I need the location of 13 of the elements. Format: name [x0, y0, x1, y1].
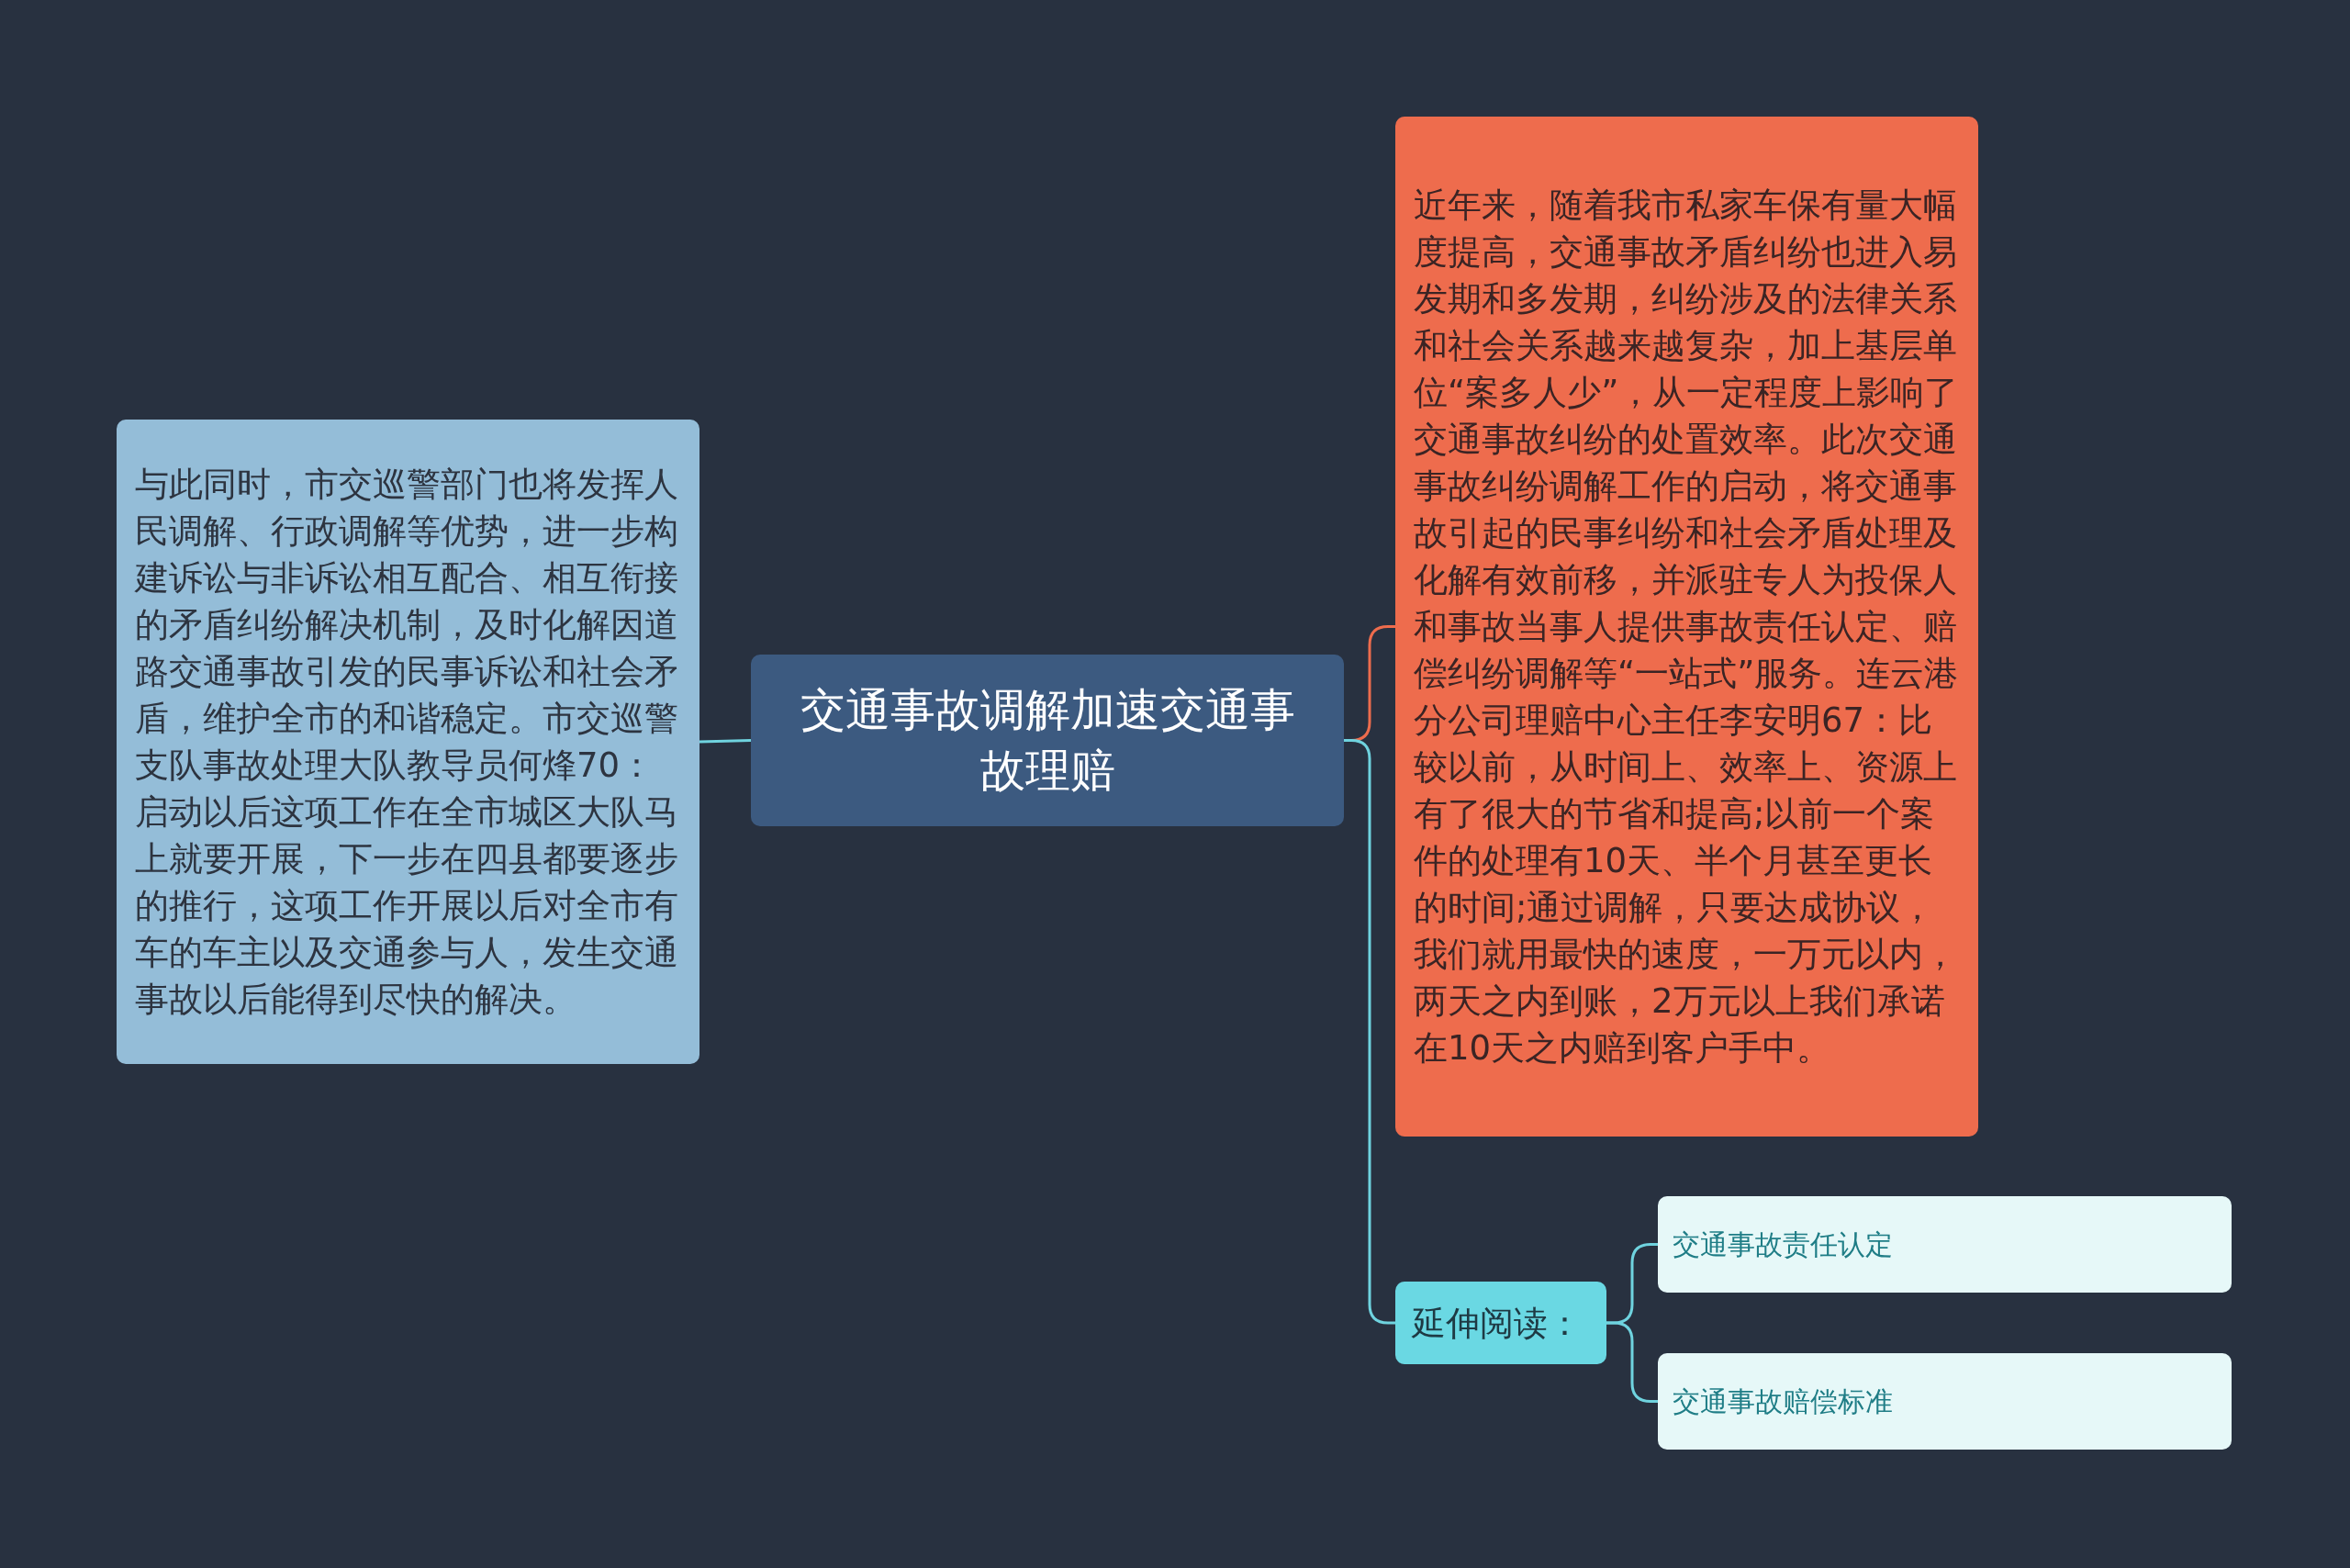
link-box: [1658, 1353, 2232, 1450]
node-text: 交通事故责任认定: [1673, 1226, 1893, 1262]
node-text: 交通事故调解加速交通事故理赔: [799, 682, 1296, 799]
link-box: [1658, 1196, 2232, 1293]
node-text: 延伸阅读：: [1412, 1302, 1582, 1345]
topic-box: [751, 655, 1344, 826]
subtopic-box: [1395, 1282, 1606, 1364]
node-text: 交通事故赔偿标准: [1673, 1383, 1893, 1419]
note-box: [1395, 117, 1978, 1137]
connector-line: [699, 739, 752, 744]
node-text: 与此同时，市交巡警部门也将发挥人民调解、行政调解等优势，进一步构建诉讼与非诉讼相互配合、相互衔接的矛盾纠纷解决机制，及时化解因道路交通事故引发的民事诉讼和社会矛盾，维护全市的和谐稳定。市交巡警支队事故处理大队教导员何烽70：启动以后这项工作在全市城区大队马上就要开展，下一步在四县都要逐步的推行，这项工作开展以后对全市有车的车主以及交通参与人，发生交通事故以后能得到尽快的解决。: [135, 464, 679, 1021]
node-text: 近年来，随着我市私家车保有量大幅度提高，交通事故矛盾纠纷也进入易发期和多发期，纠纷涉及的法律关系和社会关系越来越复杂，加上基层单位“案多人少”，从一定程度上影响了交通事故纠纷的处置效率。此次交通事故纠纷调解工作的启动，将交通事故引起的民事纠纷和社会矛盾处理及化解有效前移，并派驻专人为投保人和事故当事人提供事故责任认定、赔偿纠纷调解等“一站式”服务。连云港分公司理赔中心主任李安明67：比较以前，从时间上、效率上、资源上有了很大的节省和提高;以前一个案件的处理有10天、半个月甚至更长的时间;通过调解，只要达成协议，我们就用最快的速度，一万元以内，两天之内到账，2万元以上我们承诺在10天之内赔到客户手中。: [1414, 185, 1960, 1070]
note-box: [117, 420, 699, 1064]
